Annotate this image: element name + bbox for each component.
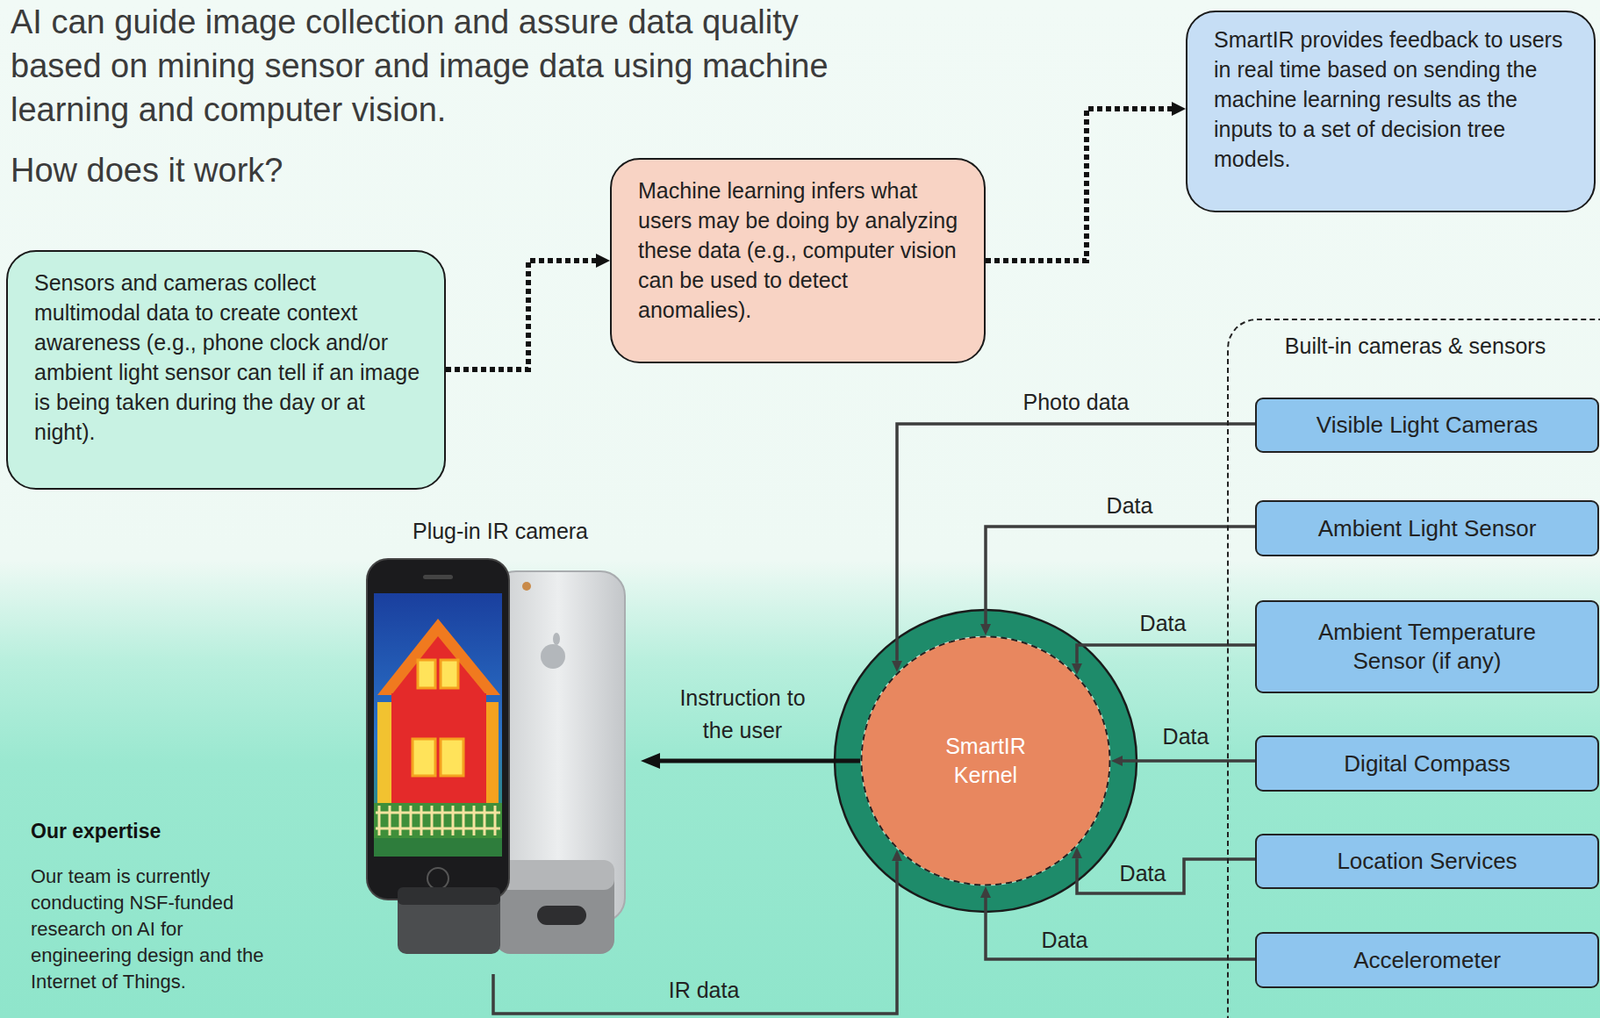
sensor-box: Ambient Light Sensor	[1255, 500, 1600, 557]
info-box: SmartIR provides feedback to users in re…	[1185, 10, 1596, 213]
thermal-roof-inner	[391, 636, 487, 696]
edge-label: Data	[1106, 492, 1154, 519]
phone-home-button	[427, 868, 449, 890]
kernel-circle: SmartIR Kernel	[860, 635, 1112, 887]
phone-camera	[522, 581, 531, 591]
node-text: Built-in cameras & sensors	[1228, 320, 1600, 359]
phone-logo	[540, 644, 566, 669]
node-text: Location Services	[1336, 846, 1517, 876]
thermal-window	[417, 660, 436, 689]
thermal-window	[412, 739, 436, 776]
thermal-fence	[375, 805, 501, 836]
node-text: Ambient Light Sensor	[1318, 514, 1537, 544]
sensor-box: Accelerometer	[1255, 932, 1600, 989]
phone-logo-leaf	[552, 632, 560, 646]
thermal-house	[391, 693, 487, 808]
section-heading: Our expertise	[30, 817, 312, 845]
node-text: Digital Compass	[1343, 749, 1510, 779]
connector	[445, 260, 596, 370]
ir-camera-silver-top	[495, 860, 615, 890]
thermal-window	[440, 660, 459, 689]
circle-outline	[860, 635, 1112, 887]
edge-label: IR data	[668, 976, 740, 1004]
kernel-ring-border	[834, 609, 1137, 912]
node-text: Visible Light Cameras	[1316, 410, 1538, 440]
info-box: Sensors and cameras collect multimodal d…	[6, 250, 446, 490]
node-text: Ambient Temperature Sensor (if any)	[1291, 617, 1563, 676]
edge-label: Instruction to the user	[663, 681, 822, 747]
device-illustration: Plug-in IR camera	[359, 517, 641, 975]
connector	[1122, 759, 1256, 763]
thermal-screen	[373, 593, 503, 857]
node-text: Machine learning infers what users may b…	[638, 175, 965, 325]
sensor-box: Digital Compass	[1255, 735, 1600, 792]
body-text: Our team is currently conducting NSF-fun…	[30, 863, 286, 996]
node-text: SmartIR Kernel	[928, 731, 1043, 790]
info-box: Machine learning infers what users may b…	[609, 157, 986, 364]
page-title: AI can guide image collection and assure…	[10, 0, 836, 132]
sensor-box: Visible Light Cameras	[1255, 397, 1600, 453]
thermal-hedge	[373, 803, 503, 839]
node-text: SmartIR provides feedback to users in re…	[1213, 24, 1579, 174]
edge-label: Data	[1041, 926, 1089, 954]
connector	[985, 526, 1256, 625]
thermal-ground	[373, 838, 503, 857]
connector	[985, 108, 1172, 261]
edge-label: Photo data	[1023, 388, 1130, 416]
phone-back	[491, 571, 625, 923]
sensor-box: Ambient Temperature Sensor (if any)	[1255, 600, 1600, 694]
section-heading: How does it work?	[10, 149, 555, 192]
node-text: Sensors and cameras collect multimodal d…	[34, 267, 424, 447]
thermal-window	[440, 739, 464, 776]
phone-front	[366, 559, 510, 900]
thermal-siding	[486, 702, 499, 806]
group-box: Built-in cameras & sensorsVisible Light …	[1226, 318, 1600, 1018]
edge-label: Data	[1140, 609, 1187, 637]
kernel-core	[861, 637, 1111, 886]
connector	[660, 759, 861, 764]
connector	[985, 897, 1256, 960]
connector	[896, 423, 1256, 661]
phone-speaker	[423, 574, 453, 580]
kernel-ring	[847, 623, 1124, 899]
sensor-box: Location Services	[1255, 833, 1600, 890]
edge-label: Data	[1119, 860, 1167, 887]
ir-camera-lens	[537, 905, 587, 926]
node-text: Accelerometer	[1353, 946, 1501, 976]
ir-camera-black-top	[397, 887, 501, 905]
connector	[493, 860, 897, 1014]
ir-camera-silver	[495, 860, 615, 955]
ir-camera-black	[397, 887, 501, 955]
thermal-roof	[377, 618, 501, 696]
node-text: Plug-in IR camera	[359, 517, 641, 545]
thermal-siding	[377, 702, 394, 806]
edge-label: Data	[1162, 723, 1210, 750]
